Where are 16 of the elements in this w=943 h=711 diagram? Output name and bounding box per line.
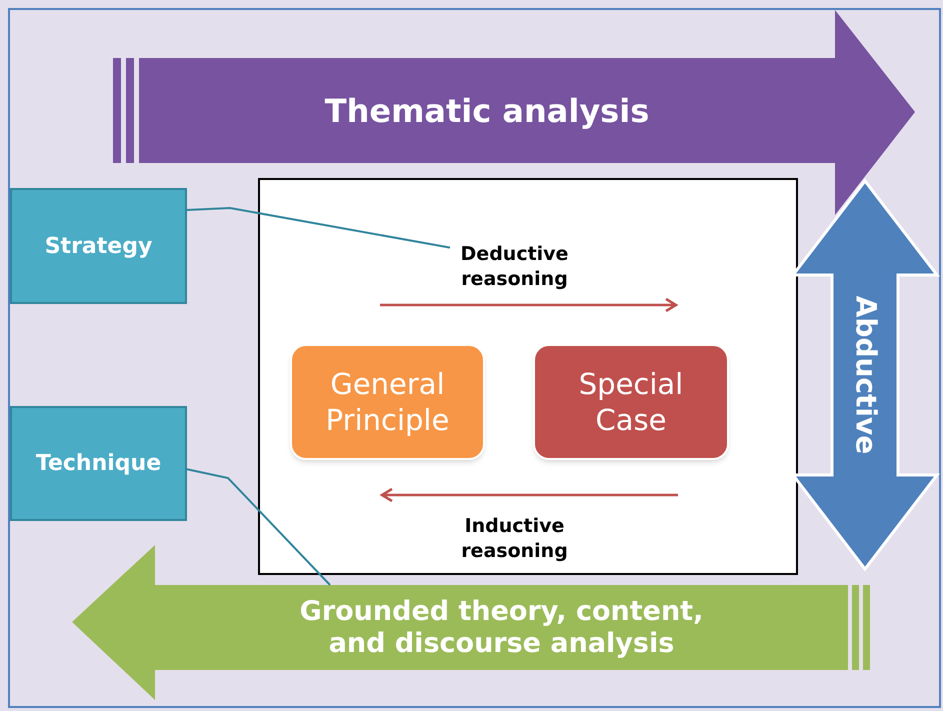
reasoning-label: Deductive reasoning	[460, 242, 570, 292]
reasoning-label: Inductive reasoning	[460, 514, 569, 564]
box-label: Special Case	[578, 366, 684, 438]
frame-box	[258, 178, 798, 575]
box-label: Strategy	[44, 232, 152, 260]
box-label: General Principle	[324, 366, 450, 438]
leader-line	[186, 207, 450, 249]
label-box	[10, 406, 187, 521]
rounded-box	[533, 344, 729, 460]
label-box	[10, 188, 187, 304]
leader-line	[186, 468, 331, 586]
arrow-label: Thematic analysis	[324, 90, 650, 132]
rounded-box	[290, 344, 485, 460]
box-label: Technique	[36, 450, 162, 478]
arrow-label: Abductive	[848, 296, 883, 454]
arrow-label: Grounded theory, content, and discourse analysis	[298, 596, 704, 659]
